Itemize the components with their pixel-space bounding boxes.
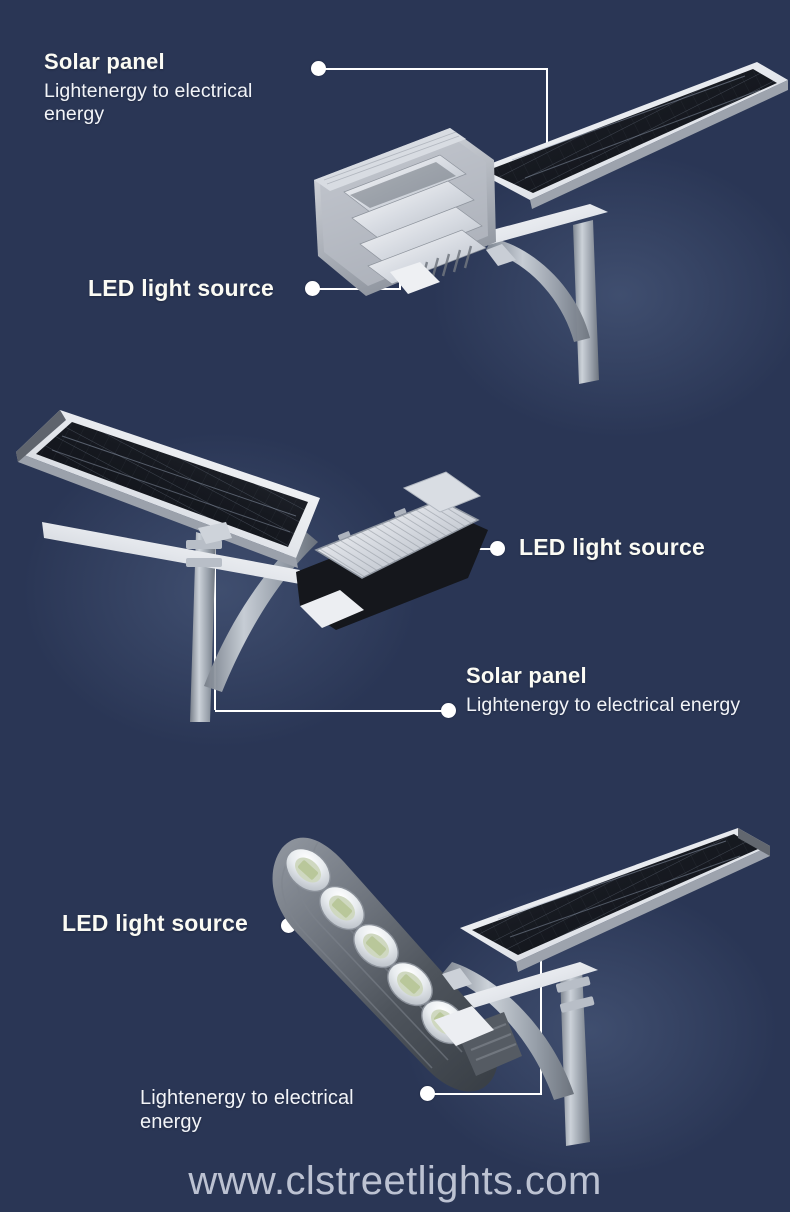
callout-dot-solar-panel-1 <box>311 61 326 76</box>
callout-dot-solar-panel-3 <box>420 1086 435 1101</box>
callout-subtitle: Lightenergy to electrical energy <box>44 79 253 126</box>
callout-dot-solar-panel-2 <box>441 703 456 718</box>
callout-line-solar-panel-3-h <box>434 1092 542 1095</box>
callout-label-solar-panel-3: Lightenergy to electrical energy <box>140 1086 415 1135</box>
callout-subtitle: Lightenergy to electrical energy <box>140 1087 354 1134</box>
callout-line-solar-panel-2-h <box>215 709 443 712</box>
callout-title: LED light source <box>62 910 248 936</box>
callout-subtitle: Lightenergy to electrical energy <box>466 693 741 716</box>
callout-title: Solar panel <box>466 663 587 688</box>
callout-label-solar-panel-1: Solar panel Lightenergy to electrical en… <box>44 49 314 127</box>
callout-dot-led-2 <box>490 541 505 556</box>
callout-line-solar-panel-2-v <box>214 512 217 710</box>
watermark: www.clstreetlights.com <box>188 1159 602 1203</box>
callout-label-led-1: LED light source <box>88 275 318 302</box>
callout-title: Solar panel <box>44 49 165 74</box>
callout-line-solar-panel-1-h <box>325 67 548 70</box>
product-1-streetlight <box>290 50 790 420</box>
callout-title: LED light source <box>519 534 705 560</box>
product-3-streetlight <box>260 812 790 1152</box>
callout-title: LED light source <box>88 275 274 301</box>
callout-label-solar-panel-2: Solar panel Lightenergy to electrical en… <box>466 663 756 717</box>
callout-dot-led-1 <box>305 281 320 296</box>
product-2-streetlight <box>0 392 520 782</box>
callout-line-solar-panel-1-v <box>546 67 549 163</box>
callout-line-solar-panel-3-v <box>540 952 543 1093</box>
callout-label-led-3: LED light source <box>62 910 292 937</box>
callout-label-led-2: LED light source <box>519 534 769 561</box>
